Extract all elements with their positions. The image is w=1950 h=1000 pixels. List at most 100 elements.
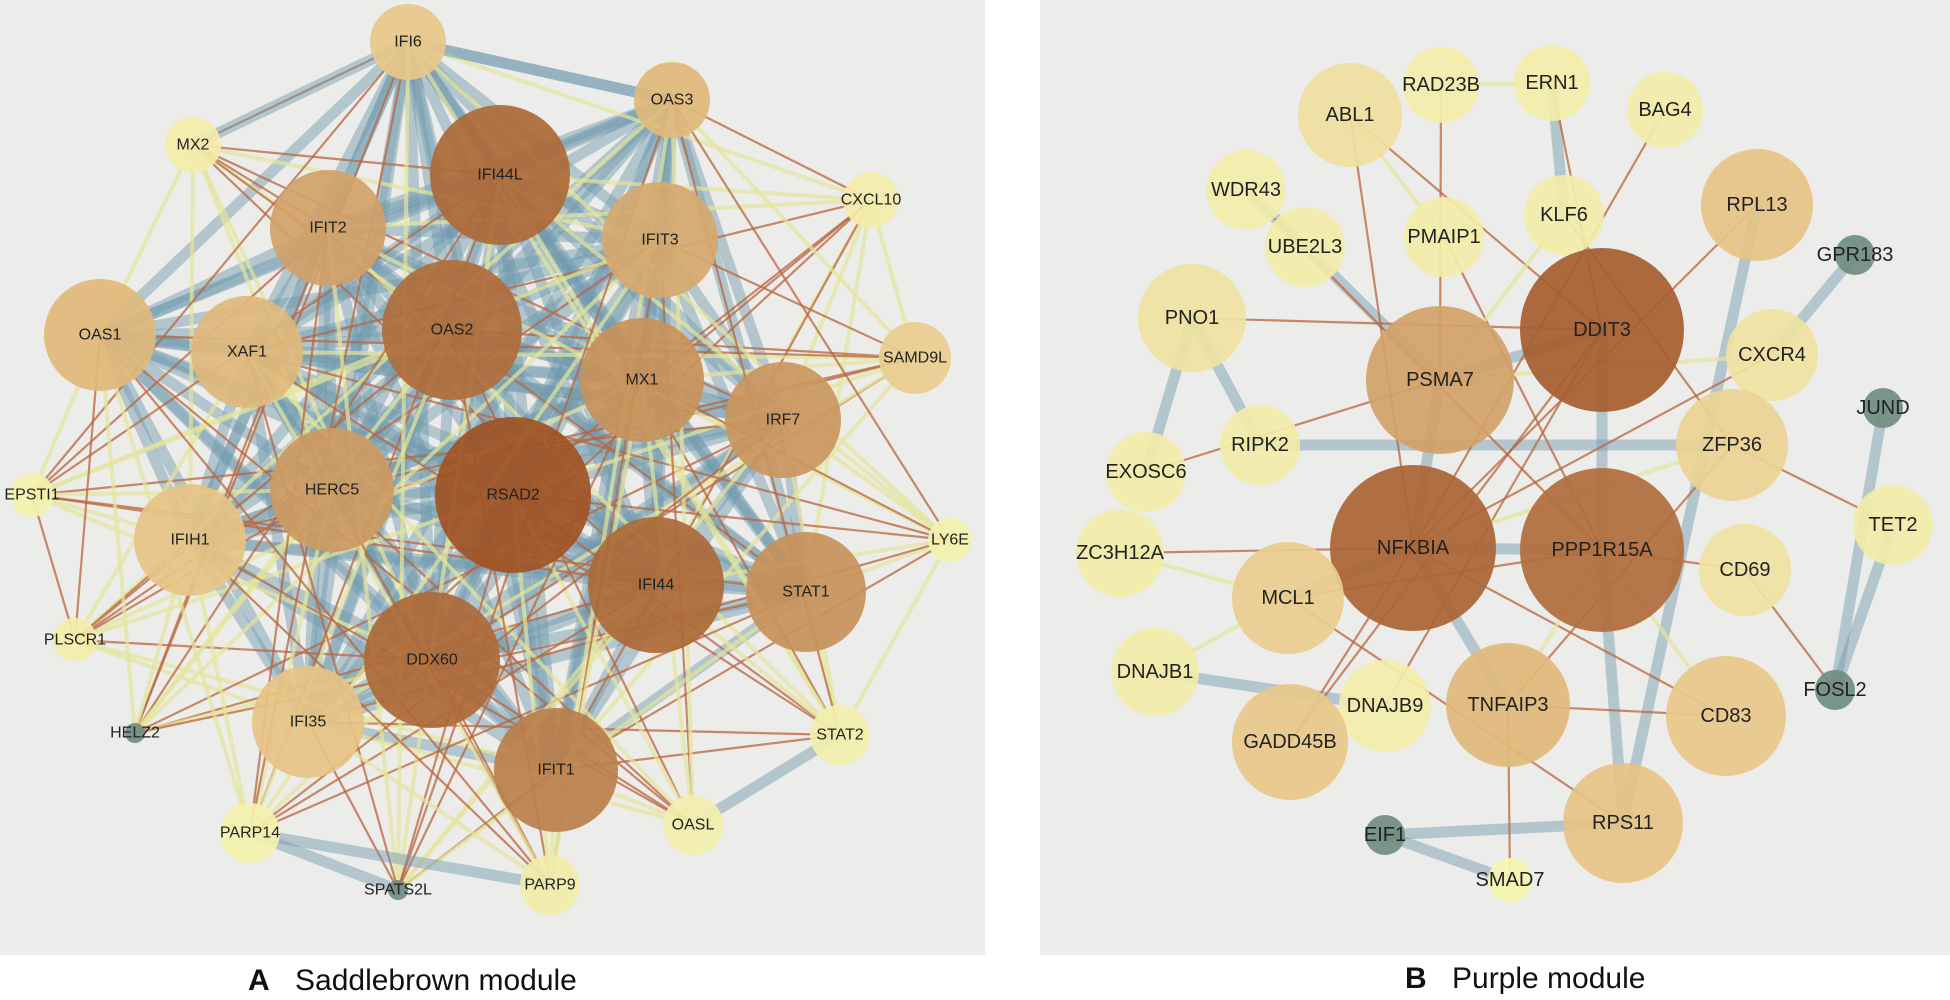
edge-epsti1-plscr1 xyxy=(30,493,77,642)
node-tnfaip3: TNFAIP3 xyxy=(1446,643,1570,767)
node-label: GADD45B xyxy=(1243,731,1336,753)
node-circle xyxy=(746,532,866,652)
node-plscr1: PLSCR1 xyxy=(44,618,106,662)
node-oas1: OAS1 xyxy=(44,279,156,391)
node-circle xyxy=(370,4,446,80)
node-label: MCL1 xyxy=(1261,587,1314,609)
node-label: SMAD7 xyxy=(1476,869,1545,891)
node-herc5: HERC5 xyxy=(270,428,394,552)
node-circle xyxy=(602,182,718,298)
node-label: ZFP36 xyxy=(1702,434,1762,456)
node-ddx60: DDX60 xyxy=(364,592,500,728)
node-circle xyxy=(1815,670,1855,710)
node-ifit2: IFIT2 xyxy=(270,170,386,286)
node-label: OAS1 xyxy=(79,327,122,344)
node-ifi44: IFI44 xyxy=(588,517,724,653)
node-gpr183: GPR183 xyxy=(1817,235,1893,275)
node-label: ZC3H12A xyxy=(1076,542,1164,564)
node-spats2l: SPATS2L xyxy=(364,880,432,900)
node-circle xyxy=(1403,47,1479,123)
node-circle xyxy=(1699,524,1791,616)
node-mx2: MX2 xyxy=(165,117,221,173)
node-label: MX1 xyxy=(626,372,659,389)
node-stat1: STAT1 xyxy=(746,532,866,652)
node-rad23b: RAD23B xyxy=(1402,47,1480,123)
edge-ifi44-ifit2 xyxy=(322,222,662,591)
node-ifi44l: IFI44L xyxy=(430,105,570,245)
node-ube2l3: UBE2L3 xyxy=(1265,207,1345,287)
edge-ly6e-oas3 xyxy=(670,98,952,542)
edge-ifi44l-ifi44 xyxy=(494,169,662,591)
node-cd69: CD69 xyxy=(1699,524,1791,616)
node-irf7: IRF7 xyxy=(725,362,841,478)
node-circle xyxy=(364,592,500,728)
edge-cxcl10-ifit2 xyxy=(326,198,873,230)
node-epsti1: EPSTI1 xyxy=(4,473,60,517)
edge-ddx60-oas1 xyxy=(94,329,438,666)
node-label: PLSCR1 xyxy=(44,632,106,649)
node-oas2: OAS2 xyxy=(382,260,522,400)
edge-oas3-ifi6 xyxy=(402,36,678,106)
node-label: EPSTI1 xyxy=(4,487,59,504)
node-label: EXOSC6 xyxy=(1105,461,1186,483)
node-circle xyxy=(10,473,54,517)
node-label: RPL13 xyxy=(1726,194,1787,216)
node-pno1: PNO1 xyxy=(1138,264,1246,372)
node-klf6: KLF6 xyxy=(1524,175,1604,255)
edge-oasl-herc5 xyxy=(330,488,695,827)
node-circle xyxy=(1853,485,1933,565)
node-ern1: ERN1 xyxy=(1514,45,1590,121)
edge-ly6e-stat2 xyxy=(838,538,952,737)
edge-helz2-ifit3 xyxy=(133,238,662,735)
node-pmaip1: PMAIP1 xyxy=(1404,197,1484,277)
node-label: JUND xyxy=(1856,397,1909,419)
node-eif1: EIF1 xyxy=(1364,815,1406,855)
node-label: CD69 xyxy=(1719,559,1770,581)
edge-ly6e-ifit1 xyxy=(554,538,952,772)
panel-a-letter: A xyxy=(248,964,270,997)
node-abl1: ABL1 xyxy=(1298,63,1402,167)
node-circle xyxy=(1076,509,1164,597)
node-circle xyxy=(1298,63,1402,167)
node-label: BAG4 xyxy=(1638,99,1691,121)
node-label: MX2 xyxy=(177,137,210,154)
node-dnajb1: DNAJB1 xyxy=(1111,628,1199,716)
node-stat2: STAT2 xyxy=(810,705,870,765)
node-label: DDIT3 xyxy=(1573,319,1631,341)
node-gadd45b: GADD45B xyxy=(1232,684,1348,800)
edge-oasl-oas2 xyxy=(450,328,695,827)
node-ddit3: DDIT3 xyxy=(1520,248,1684,412)
edge-eif1-smad7 xyxy=(1379,829,1516,886)
node-label: KLF6 xyxy=(1540,204,1588,226)
node-label: DNAJB9 xyxy=(1347,695,1424,717)
node-cd83: CD83 xyxy=(1666,656,1786,776)
edge-mx2-ifih1 xyxy=(188,143,195,542)
edge-mx2-ifi6 xyxy=(187,36,414,151)
node-label: OASL xyxy=(672,817,715,834)
node-circle xyxy=(1446,643,1570,767)
node-label: PSMA7 xyxy=(1406,369,1474,391)
node-label: ERN1 xyxy=(1525,72,1578,94)
node-circle xyxy=(1488,858,1532,902)
panel-b-caption: Purple module xyxy=(1452,962,1645,995)
edge-samd9l-oas3 xyxy=(670,98,917,360)
node-parp9: PARP9 xyxy=(520,855,580,915)
edge-parp9-ifih1 xyxy=(188,538,552,887)
edge-mx2-ifit3 xyxy=(191,143,662,242)
node-circle xyxy=(430,105,570,245)
node-ifih1: IFIH1 xyxy=(134,484,246,596)
node-oasl: OASL xyxy=(663,795,723,855)
node-label: EIF1 xyxy=(1364,824,1406,846)
node-ppp1r15a: PPP1R15A xyxy=(1520,468,1684,632)
node-cxcr4: CXCR4 xyxy=(1726,309,1818,401)
node-label: FOSL2 xyxy=(1803,679,1866,701)
node-rpl13: RPL13 xyxy=(1701,149,1813,261)
edge-rpl13-rps11 xyxy=(1617,199,1763,829)
node-circle xyxy=(191,296,303,408)
node-circle xyxy=(879,322,951,394)
edge-ifi6-ifih1 xyxy=(184,36,414,546)
node-label: PARP14 xyxy=(220,825,280,842)
panel-b-letter: B xyxy=(1405,962,1427,995)
node-dnajb9: DNAJB9 xyxy=(1339,660,1431,752)
node-circle xyxy=(1726,309,1818,401)
